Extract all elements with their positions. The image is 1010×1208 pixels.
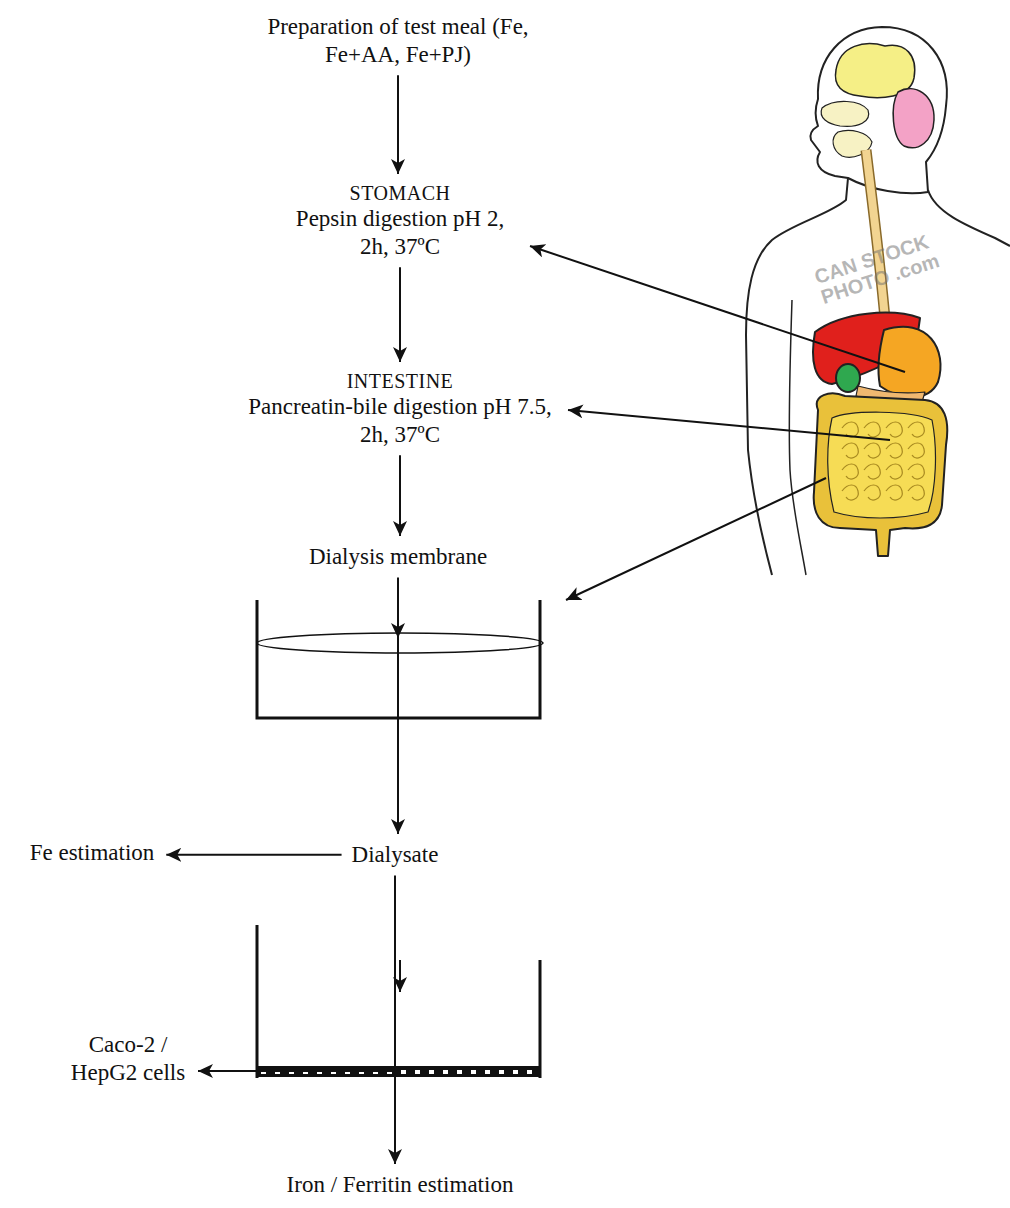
step-text: Caco-2 / HepG2 cells bbox=[70, 1031, 186, 1086]
organ-leader bbox=[568, 410, 890, 440]
flow-step: STOMACHPepsin digestion pH 2, 2h, 37ºC bbox=[290, 180, 510, 261]
step-text: Pancreatin-bile digestion pH 7.5, 2h, 37… bbox=[242, 393, 558, 448]
flow-step: Dialysis membrane bbox=[307, 542, 489, 572]
flow-step: Preparation of test meal (Fe, Fe+AA, Fe+… bbox=[253, 12, 543, 69]
human-body bbox=[746, 27, 1010, 575]
watermark: CAN STOCK PHOTO .com bbox=[812, 222, 968, 308]
flow-step: Iron / Ferritin estimation bbox=[285, 1170, 516, 1200]
step-heading: STOMACH bbox=[292, 181, 508, 205]
flow-step: Caco-2 / HepG2 cells bbox=[68, 1030, 188, 1087]
step-heading: INTESTINE bbox=[242, 369, 558, 393]
step-text: Pepsin digestion pH 2, 2h, 37ºC bbox=[292, 205, 508, 260]
flow-step: Fe estimation bbox=[28, 838, 157, 868]
flow-step: Dialysate bbox=[350, 840, 441, 870]
flow-arrow bbox=[397, 578, 399, 834]
step-text: Dialysate bbox=[352, 841, 439, 869]
flow-arrow bbox=[399, 267, 401, 362]
flow-arrow bbox=[394, 876, 396, 1164]
flow-arrow bbox=[399, 960, 401, 992]
step-text: Dialysis membrane bbox=[309, 543, 487, 571]
flow-step: INTESTINEPancreatin-bile digestion pH 7.… bbox=[240, 368, 560, 449]
flow-arrow bbox=[166, 854, 341, 856]
culture-well bbox=[257, 925, 540, 1078]
dialysis-membrane bbox=[257, 633, 543, 653]
step-text: Fe estimation bbox=[30, 839, 155, 867]
flow-arrow bbox=[397, 75, 399, 174]
cells-leader bbox=[198, 1070, 400, 1072]
organ-leader bbox=[566, 478, 826, 600]
step-text: Preparation of test meal (Fe, Fe+AA, Fe+… bbox=[255, 13, 541, 68]
step-text: Iron / Ferritin estimation bbox=[287, 1171, 514, 1199]
flow-arrow bbox=[399, 455, 401, 536]
